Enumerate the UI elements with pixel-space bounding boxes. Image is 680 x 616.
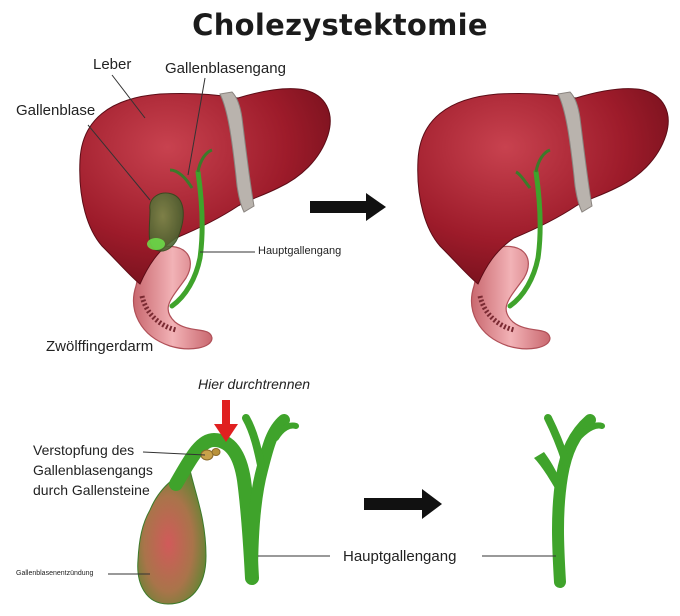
cut-arrow-icon [214,400,238,442]
label-blockage-line2: Gallenblasengangs [33,462,153,478]
liver-with-gallbladder [79,74,331,350]
label-hauptgallengang-bottom: Hauptgallengang [343,548,457,565]
label-inflammation: Gallenblasenentzündung [16,570,94,577]
label-leber: Leber [93,56,132,73]
label-hauptgallengang-top: Hauptgallengang [258,245,342,257]
label-gallenblase: Gallenblase [16,102,96,119]
liver-after-removal [417,88,669,350]
gallbladder-detail [108,400,330,605]
duct-after-removal [482,414,605,588]
label-cut-here: Hier durchtrennen [198,376,311,392]
page-title: Cholezystektomie [192,8,488,42]
label-blockage-line3: durch Gallensteine [33,482,150,498]
label-zwoelffingerdarm: Zwölffingerdarm [46,338,154,355]
duodenum [132,245,213,350]
label-blockage-line1: Verstopfung des [33,442,135,458]
liver [79,88,331,285]
arrow-right-icon [310,193,386,221]
label-gallenblasengang: Gallenblasengang [165,60,286,77]
common-bile-duct [169,169,205,309]
arrow-right-icon-2 [364,489,442,519]
